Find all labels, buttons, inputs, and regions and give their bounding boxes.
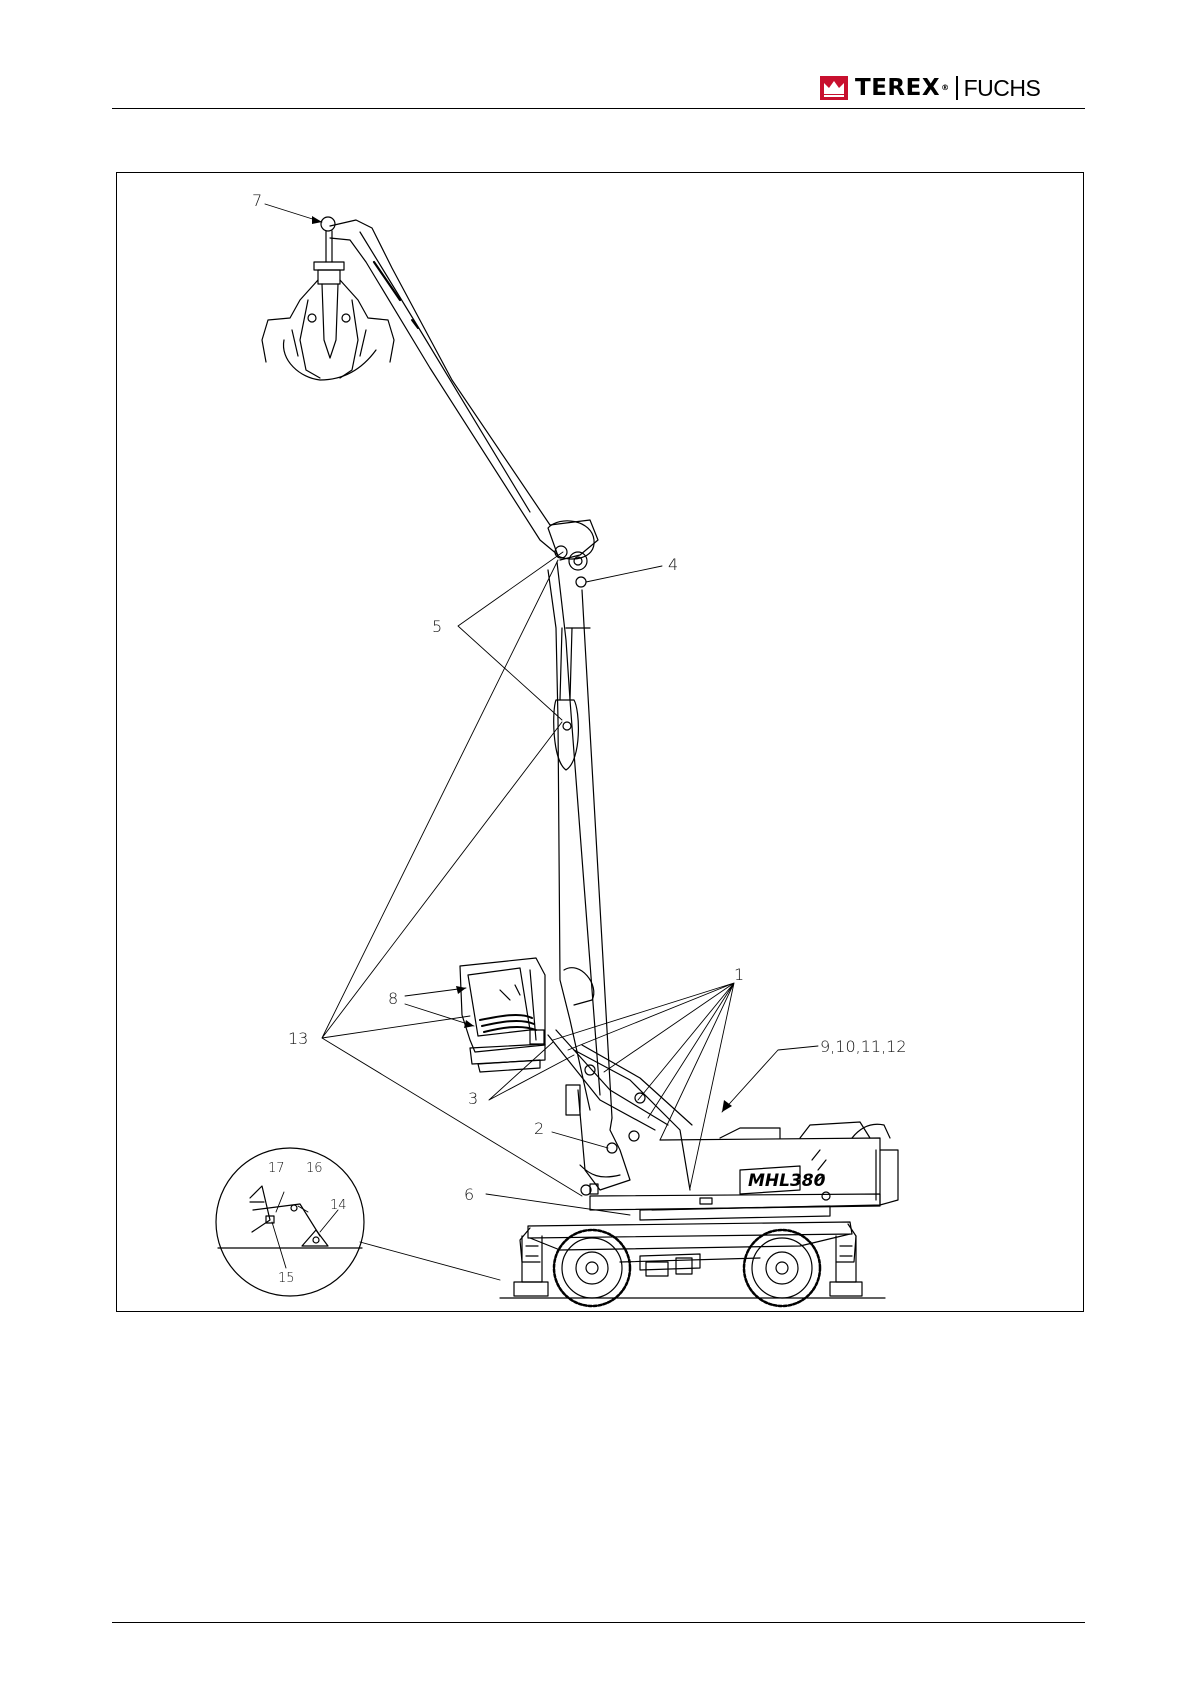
callout-8: 8 bbox=[388, 989, 398, 1008]
elbow-joint bbox=[548, 521, 594, 587]
boom-foot bbox=[564, 968, 630, 1195]
outriggers bbox=[514, 1236, 862, 1296]
callout-7: 7 bbox=[252, 191, 262, 210]
callout-1: 1 bbox=[734, 965, 744, 984]
front-wheel bbox=[554, 1230, 630, 1306]
callout-13: 13 bbox=[288, 1029, 308, 1048]
callout-17: 17 bbox=[268, 1161, 285, 1176]
callout-15: 15 bbox=[278, 1271, 295, 1286]
boom-cylinders bbox=[548, 1030, 692, 1190]
callout-6: 6 bbox=[464, 1185, 474, 1204]
operator-cab bbox=[460, 958, 545, 1072]
callout-4: 4 bbox=[668, 555, 678, 574]
callout-3: 3 bbox=[468, 1089, 478, 1108]
turntable bbox=[590, 1194, 880, 1220]
callout-16: 16 bbox=[306, 1161, 323, 1176]
rear-wheel bbox=[744, 1230, 820, 1306]
machine-badge: MHL380 bbox=[748, 1171, 826, 1191]
callout-14: 14 bbox=[330, 1198, 347, 1213]
grab-attachment bbox=[262, 217, 394, 380]
main-boom bbox=[548, 562, 612, 1118]
stick-arm bbox=[330, 220, 598, 560]
callout-9-12: 9,10,11,12 bbox=[820, 1037, 907, 1056]
callout-5: 5 bbox=[432, 617, 442, 636]
upper-carriage-housing bbox=[652, 1122, 898, 1210]
callout-2: 2 bbox=[534, 1119, 544, 1138]
